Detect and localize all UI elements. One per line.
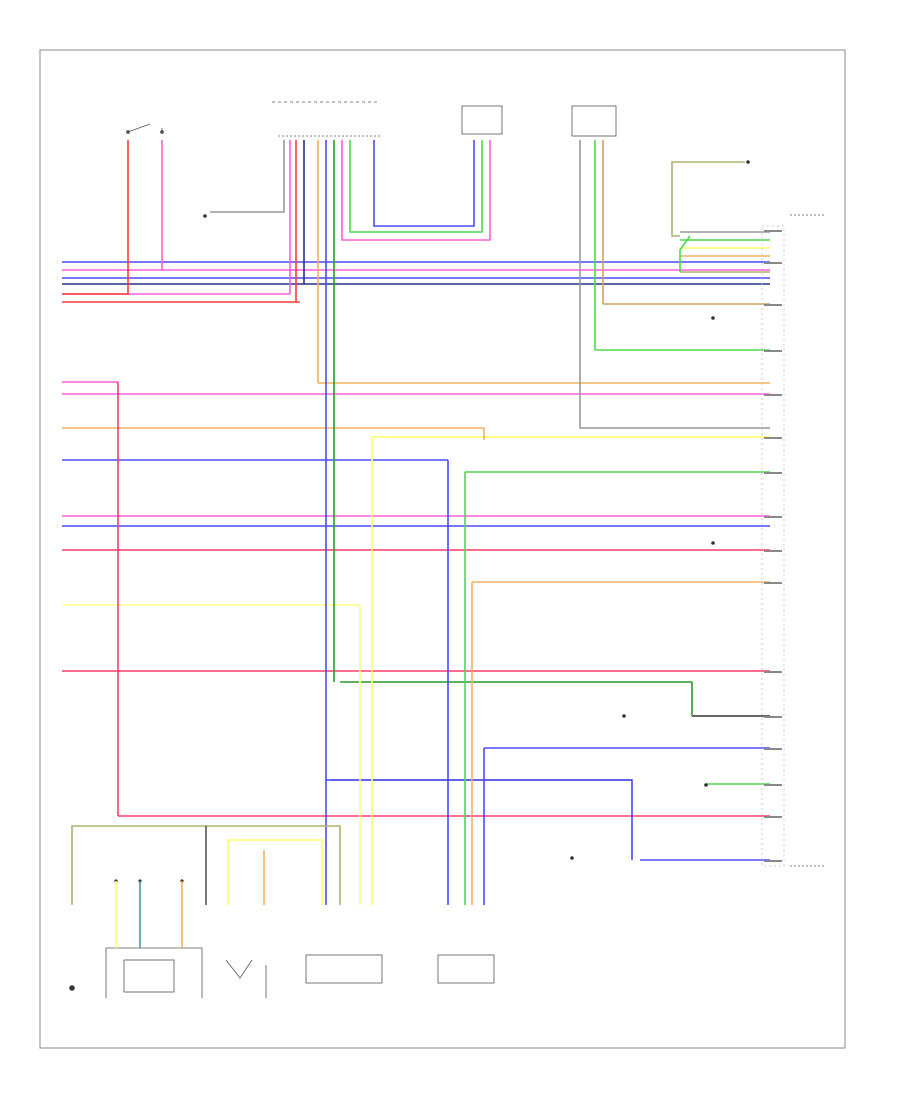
wire-ecm-top-1 — [579, 140, 585, 429]
fuel-gauge-box — [96, 870, 202, 880]
fuel-gauge-inner — [123, 959, 175, 993]
wire-tcm-1 — [210, 140, 285, 213]
wire-tcm-10 — [373, 140, 475, 227]
wire-tcm-8 — [341, 140, 491, 241]
ecm-top-right-box — [571, 105, 617, 137]
components — [69, 101, 826, 998]
vertical-wires — [62, 140, 745, 905]
fuel-pump-ctrl-box — [305, 954, 383, 984]
wire-top-right-drop — [679, 235, 691, 272]
fuel-level-symbol — [225, 959, 267, 998]
callout-right-2 — [711, 541, 715, 545]
ecm-main-connector — [761, 225, 785, 867]
callout-ecm-top-right — [746, 160, 750, 164]
wire-tcm-6 — [325, 140, 633, 860]
callout-right-3 — [622, 714, 626, 718]
callout-arrows — [203, 160, 750, 860]
callout-right-5 — [570, 856, 574, 860]
callout-right-4 — [704, 783, 708, 787]
wire-lift-red — [62, 140, 129, 295]
lift-switch-symbol — [127, 123, 163, 133]
wire-gauge-yellow — [227, 839, 323, 905]
callout-tcm — [203, 214, 207, 218]
lift-switch-pin-1 — [126, 130, 130, 134]
wire-tcm-9 — [349, 140, 483, 233]
fuel-level-sensor-box — [437, 954, 495, 984]
wire-top-right-box — [671, 161, 745, 237]
diagram-frame — [39, 49, 846, 1049]
horizontal-wires — [62, 231, 770, 861]
ecm-pins — [764, 230, 782, 862]
brake-switch-box — [461, 105, 503, 135]
callout-right-1 — [711, 316, 715, 320]
fuel-gauge-outline — [105, 947, 203, 998]
fuel-gauge-pins — [114, 879, 184, 948]
lift-switch-pin-2 — [160, 130, 164, 134]
ground-point — [69, 985, 75, 991]
